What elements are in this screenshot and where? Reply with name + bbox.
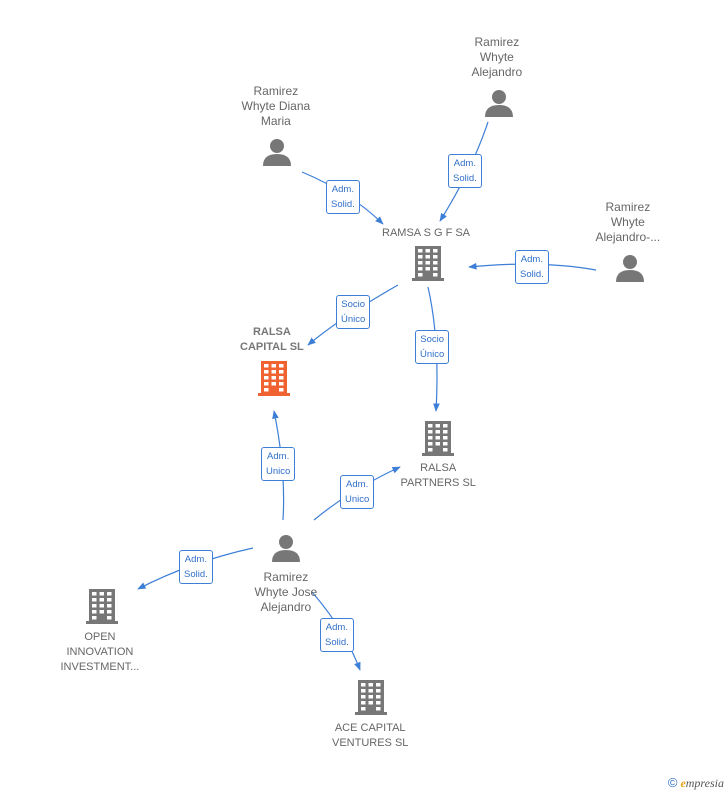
node-label-line: INVESTMENT... [60,661,140,673]
person-icon[interactable] [272,535,300,562]
node-label-line: OPEN [84,631,116,643]
node-label-line: Ramirez [474,35,520,49]
node-label-line: RAMSA S G F SA [382,227,471,239]
node-label-line: RALSA [252,326,291,338]
edge-label-line: Adm. [520,254,543,265]
edge-label-jose-to-ace_capital[interactable]: Adm. Solid. [320,618,354,652]
node-label-line: RALSA [420,462,457,474]
node-label-line: INNOVATION [66,646,134,658]
building-icon[interactable] [422,421,454,456]
node-label-line: Whyte Jose [254,585,318,599]
edge-label-line: Adm. [267,451,290,462]
brand-name: mpresia [685,776,724,790]
node-label-line: Ramirez [263,570,309,584]
node-label-line: Alejandro [260,600,312,614]
edge-label-line: Solid. [325,637,349,648]
node-label-ralsa-partners[interactable]: RALSA PARTNERS SL [401,461,476,491]
edge-label-line: Adm. [184,554,207,565]
node-label-line: VENTURES SL [332,737,409,749]
node-label-ramsa[interactable]: RAMSA S G F SA [382,226,470,241]
node-label-line: Alejandro-... [595,230,661,244]
edge-label-line: Adm. [453,158,476,169]
node-label-line: Whyte Diana [241,99,311,113]
person-icon[interactable] [485,90,513,117]
edge-label-line: Único [341,314,366,325]
edge-label-line: Socio [341,299,366,310]
edge-label-jose-to-ralsa_capital[interactable]: Adm. Unico [261,447,296,481]
person-icon[interactable] [616,255,644,282]
footer-brand: ©empresia [668,775,724,791]
edge-label-line: Único [420,349,445,360]
edge-label-diana-to-ramsa[interactable]: Adm. Solid. [326,180,360,214]
node-label-line: Whyte [610,215,645,229]
node-label-open-innovation[interactable]: OPEN INNOVATION INVESTMENT... [61,630,140,675]
edge-label-jose-to-open_innovation[interactable]: Adm. Solid. [179,550,213,584]
building-icon[interactable] [412,246,444,281]
node-label-line: Ramirez [605,200,651,214]
edge-label-line: Solid. [453,173,477,184]
edge-label-line: Solid. [520,269,544,280]
node-label-line: Alejandro [471,65,523,79]
edge-label-line: Adm. [331,184,354,195]
building-icon[interactable] [86,589,118,624]
edge-label-alejandro-to-ramsa[interactable]: Adm. Solid. [448,154,482,188]
node-label-line: PARTNERS SL [400,477,476,489]
edge-label-line: Adm. [325,622,348,633]
building-icon[interactable] [258,361,290,396]
edge-label-line: Unico [266,466,291,477]
edge-label-line: Socio [420,334,445,345]
node-label-line: CAPITAL SL [240,341,304,353]
edges-layer [137,121,597,671]
edge-label-line: Adm. [346,479,369,490]
edge-label-line: Unico [345,494,370,505]
node-label-line: Whyte [479,50,514,64]
edge-label-alejandro2-to-ramsa[interactable]: Adm. Solid. [515,250,549,284]
brand-initial: e [680,776,686,790]
person-icon[interactable] [263,139,291,166]
node-label-ace-capital[interactable]: ACE CAPITAL VENTURES SL [332,721,408,751]
building-icon[interactable] [355,680,387,715]
copyright-symbol: © [667,775,678,790]
edge-label-line: Solid. [331,199,355,210]
node-label-line: Ramirez [253,84,299,98]
node-label-line: Maria [260,114,291,128]
edge-label-jose-to-ralsa_partners[interactable]: Adm. Unico [340,475,375,509]
edge-label-line: Solid. [184,569,208,580]
icons-layer [86,90,644,715]
node-label-ralsa-capital[interactable]: RALSA CAPITAL SL [240,325,304,355]
node-label-line: ACE CAPITAL [334,722,406,734]
